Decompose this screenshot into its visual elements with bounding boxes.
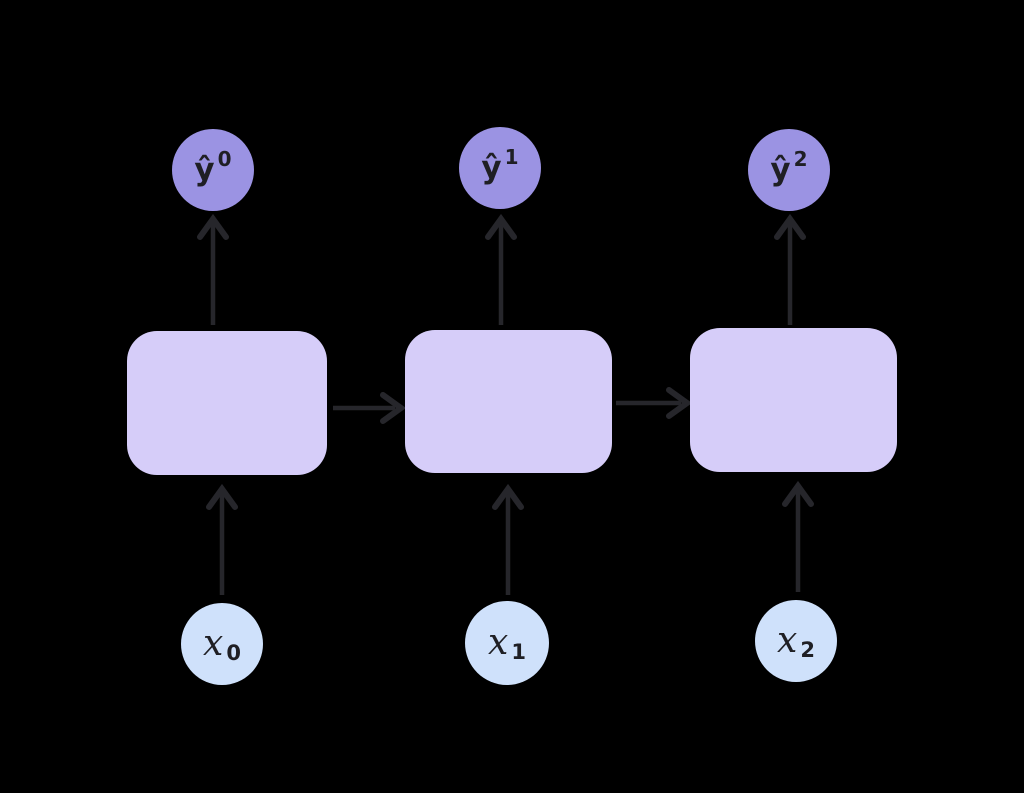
arrow-hidden1-to-hidden2 — [612, 385, 692, 421]
input-label-subscript: 0 — [226, 640, 241, 665]
output-label-superscript: 2 — [793, 147, 808, 171]
arrow-hidden0-to-output0 — [195, 212, 231, 329]
input-label-subscript: 2 — [800, 637, 815, 662]
arrow-input0-to-hidden0 — [204, 482, 240, 599]
hidden-state-node-0 — [127, 331, 327, 475]
input-label-base: x — [488, 622, 509, 663]
output-label-superscript: 0 — [217, 147, 232, 171]
output-label-base: ŷ — [481, 149, 502, 186]
hidden-state-node-2 — [690, 328, 897, 472]
output-label-base: ŷ — [194, 151, 215, 188]
arrow-input1-to-hidden1 — [490, 482, 526, 599]
input-label-base: x — [777, 620, 798, 661]
hidden-state-node-1 — [405, 330, 612, 473]
output-label-base: ŷ — [770, 151, 791, 188]
output-label-superscript: 1 — [504, 145, 519, 169]
input-label-subscript: 1 — [511, 639, 526, 664]
arrow-hidden1-to-output1 — [483, 212, 519, 329]
arrow-hidden0-to-hidden1 — [331, 390, 407, 426]
arrow-hidden2-to-output2 — [772, 212, 808, 329]
input-label-base: x — [203, 623, 224, 664]
arrow-input2-to-hidden2 — [780, 479, 816, 596]
